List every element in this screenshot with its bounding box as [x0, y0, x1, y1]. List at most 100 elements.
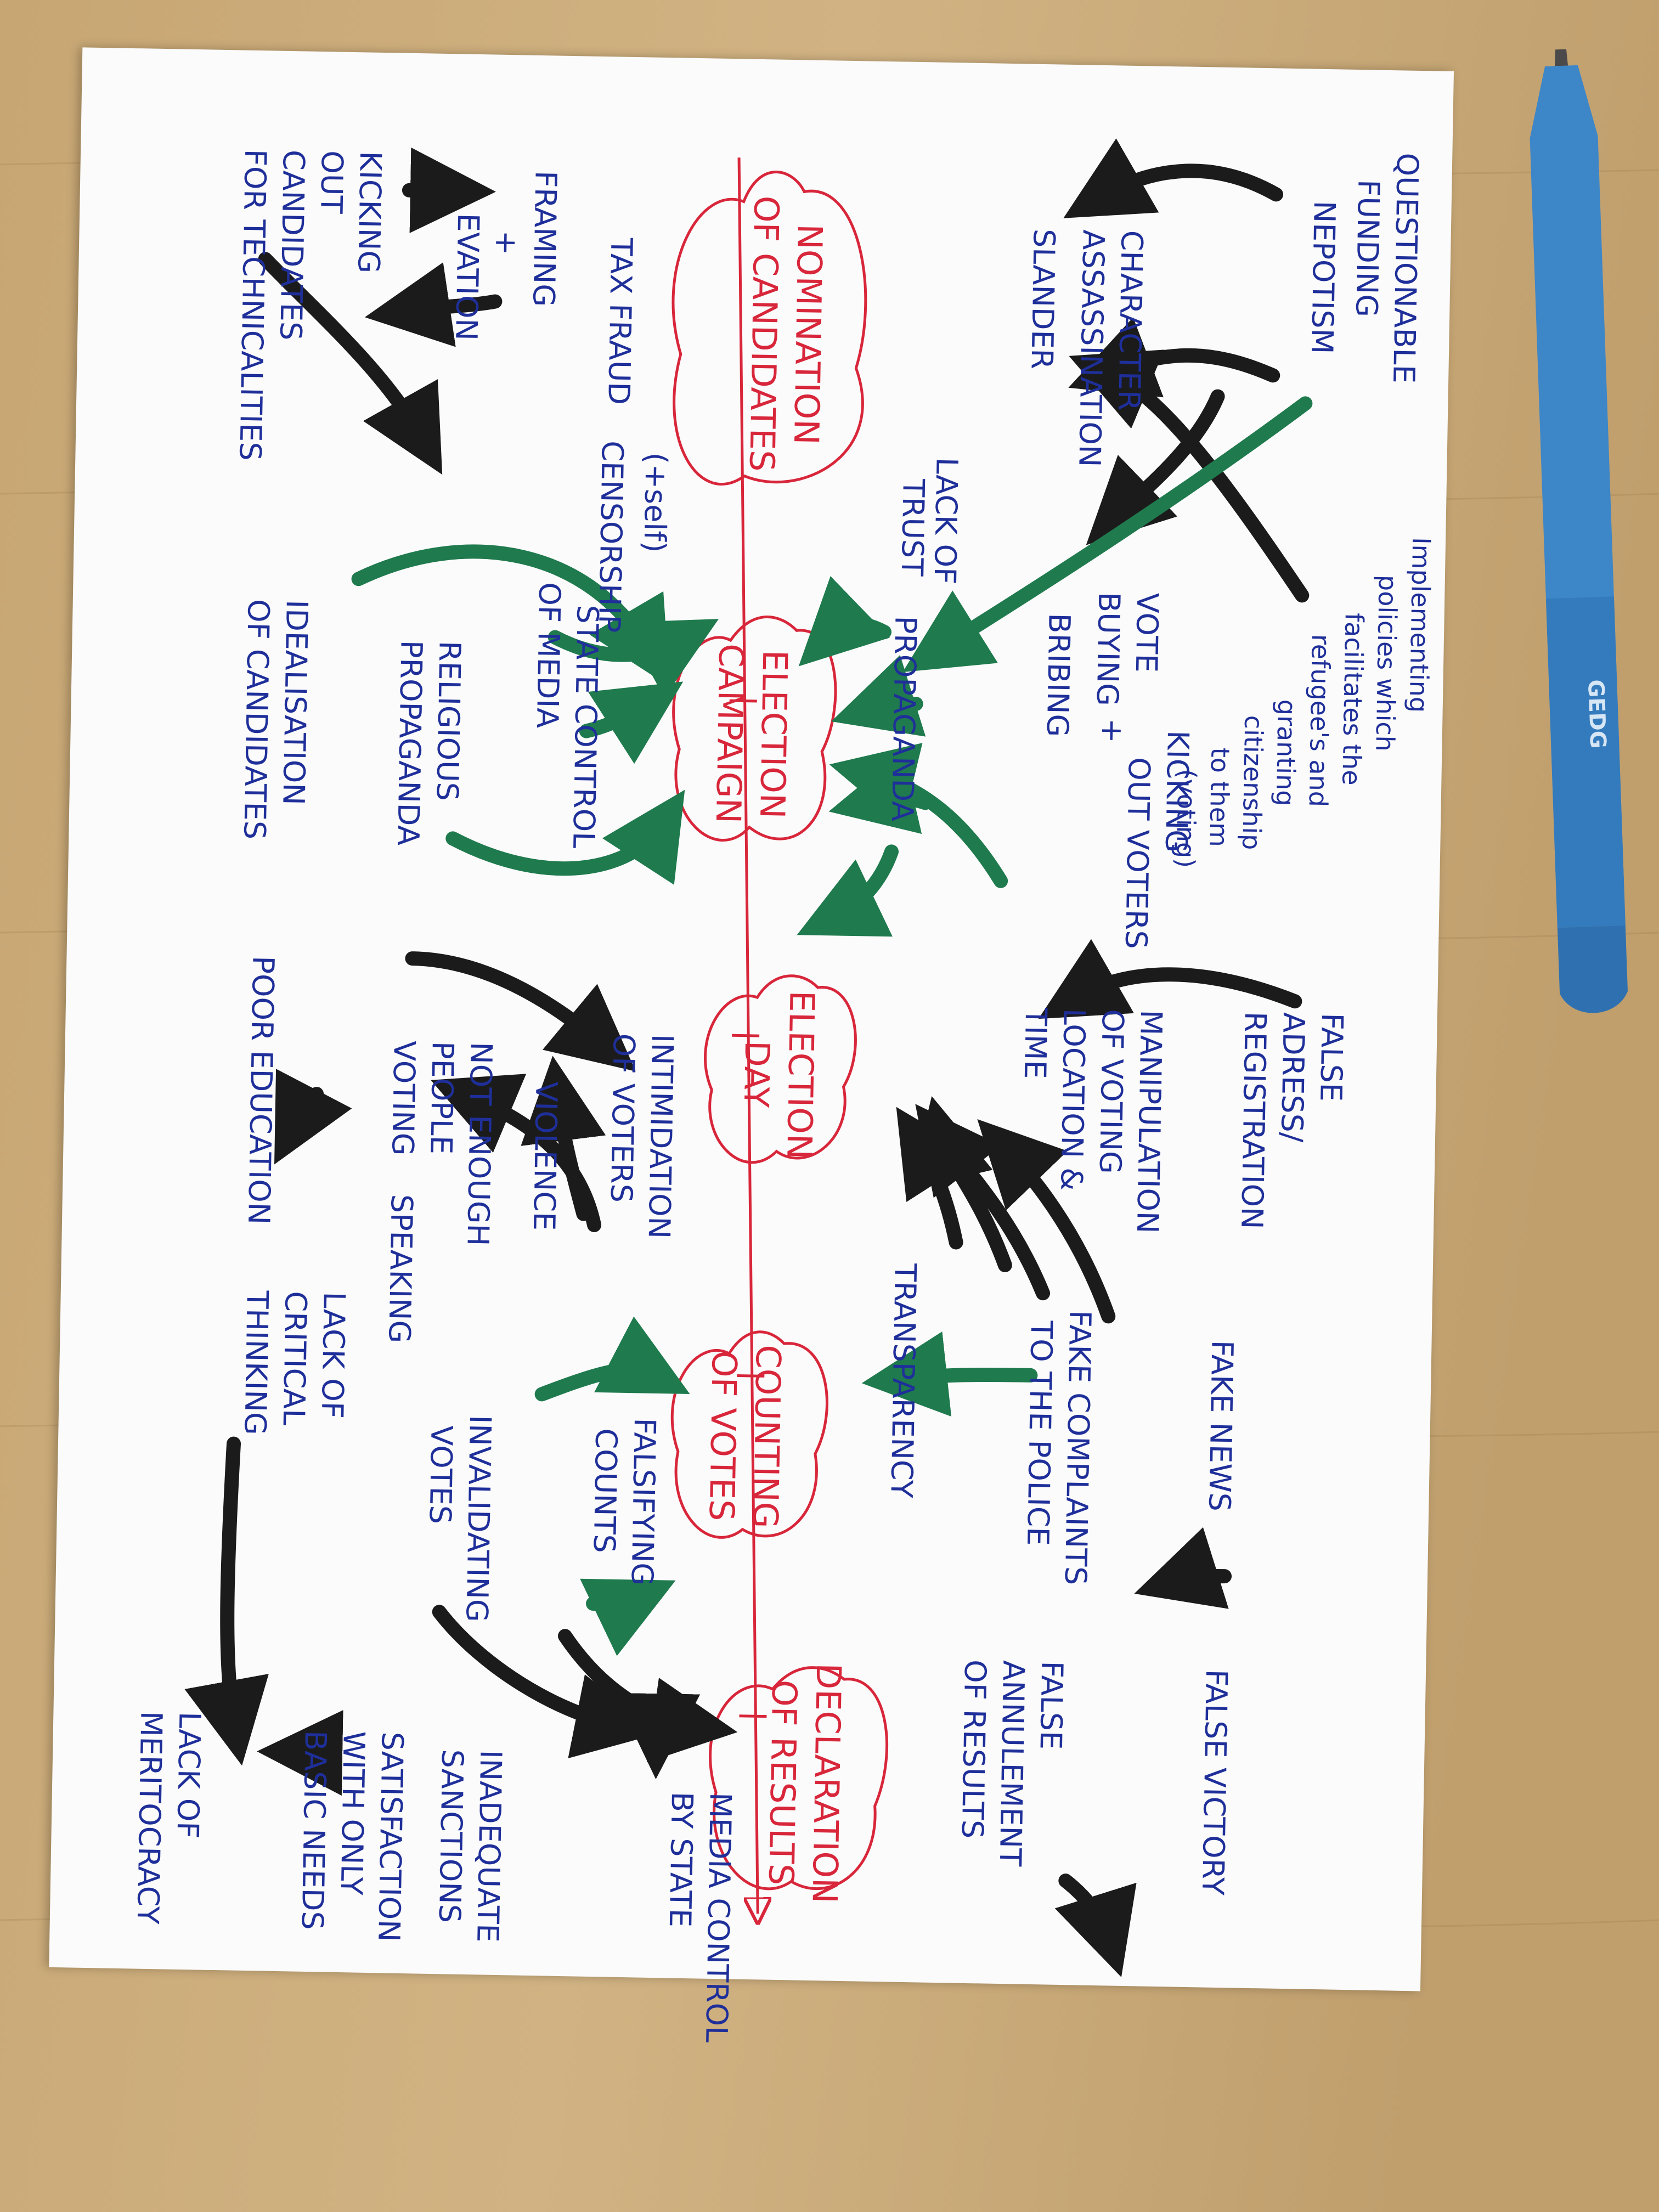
svg-text:REGISTRATION: REGISTRATION	[1234, 1011, 1273, 1229]
label-media-control: MEDIA CONTROL BY STATE	[663, 1791, 738, 2043]
svg-text:LACK OF: LACK OF	[315, 1291, 352, 1419]
svg-text:to them: to them	[1204, 747, 1235, 847]
black-arrows	[184, 138, 1310, 1977]
svg-text:CENSORSHIP: CENSORSHIP	[592, 441, 630, 633]
svg-text:VOTING: VOTING	[385, 1040, 422, 1156]
label-state-control: STATE CONTROL OF MEDIA	[530, 582, 605, 849]
svg-text:LACK OF: LACK OF	[170, 1712, 207, 1839]
svg-text:policies which: policies which	[1370, 575, 1403, 752]
svg-text:INADEQUATE: INADEQUATE	[470, 1750, 508, 1943]
svg-text:FOR TECHNICALITIES: FOR TECHNICALITIES	[233, 149, 273, 461]
svg-text:TRUST: TRUST	[895, 478, 931, 577]
svg-text:KICKING: KICKING	[351, 151, 388, 274]
svg-text:OUT VOTERS: OUT VOTERS	[1119, 757, 1156, 950]
label-lack-critical-thinking: LACK OF CRITICAL THINKING	[238, 1290, 352, 1436]
label-false-victory: FALSE VICTORY	[1195, 1669, 1234, 1896]
svg-text:MEDIA CONTROL: MEDIA CONTROL	[699, 1792, 738, 2043]
svg-text:PEOPLE: PEOPLE	[424, 1041, 460, 1155]
label-questionable-funding: QUESTIONABLE FUNDING	[1349, 153, 1425, 383]
label-speaking: SPEAKING	[382, 1194, 419, 1344]
svg-text:TIME: TIME	[1018, 1007, 1053, 1079]
label-lack-of-trust: LACK OF TRUST	[895, 457, 964, 584]
label-violence: VIOLENCE	[527, 1081, 564, 1231]
svg-text:INVALIDATING: INVALIDATING	[459, 1415, 498, 1622]
svg-text:OF RESULTS: OF RESULTS	[955, 1660, 993, 1839]
top-labels: QUESTIONABLE FUNDING NEPOTISM CHARACTER …	[884, 153, 1437, 1896]
svg-text:facilitates the: facilitates the	[1336, 613, 1369, 786]
svg-text:THINKING: THINKING	[238, 1290, 275, 1436]
svg-text:KICKING: KICKING	[1159, 730, 1195, 853]
svg-text:OUT: OUT	[314, 150, 349, 215]
svg-text:VOTE: VOTE	[1129, 592, 1165, 673]
svg-text:FAKE COMPLAINTS: FAKE COMPLAINTS	[1058, 1310, 1098, 1585]
label-invalidating: INVALIDATING VOTES	[423, 1415, 498, 1622]
label-vote-buying: VOTE BUYING + BRIBING	[1040, 592, 1165, 743]
svg-text:NOMINATION: NOMINATION	[786, 224, 830, 445]
svg-text:BASIC NEEDS: BASIC NEEDS	[295, 1730, 333, 1931]
svg-text:OF VOTES: OF VOTES	[702, 1350, 744, 1521]
label-propaganda: PROPAGANDA	[885, 616, 923, 822]
svg-text:SANCTIONS: SANCTIONS	[432, 1749, 470, 1923]
label-transparency: TRANSPARENCY	[884, 1262, 922, 1499]
label-nepotism: NEPOTISM	[1305, 200, 1342, 354]
pen-brand-label: GEDG	[1583, 679, 1610, 749]
label-framing: FRAMING	[526, 171, 563, 307]
svg-text:FALSIFYING: FALSIFYING	[625, 1418, 662, 1586]
svg-text:ASSASSINATION: ASSASSINATION	[1072, 229, 1111, 467]
svg-text:CAMPAIGN: CAMPAIGN	[708, 644, 752, 824]
stage-election-day: ELECTION DAY	[704, 974, 857, 1164]
svg-text:Implementing: Implementing	[1404, 537, 1437, 713]
svg-text:DAY: DAY	[736, 1040, 777, 1108]
svg-text:LOCATION &: LOCATION &	[1054, 1008, 1092, 1191]
svg-text:TAX FRAUD: TAX FRAUD	[601, 237, 639, 405]
svg-text:OF MEDIA: OF MEDIA	[530, 582, 567, 729]
svg-text:ELECTION: ELECTION	[752, 650, 795, 819]
svg-text:INTIMIDATION: INTIMIDATION	[642, 1034, 680, 1239]
stage-campaign: ELECTION CAMPAIGN	[672, 616, 837, 842]
svg-text:QUESTIONABLE: QUESTIONABLE	[1386, 153, 1425, 383]
stage-declaration: DECLARATION OF RESULTS	[709, 1663, 888, 1904]
svg-text:OF CANDIDATES: OF CANDIDATES	[237, 599, 276, 840]
label-intimidation: INTIMIDATION OF VOTERS	[604, 1033, 680, 1239]
label-slander: SLANDER	[1024, 228, 1061, 369]
label-religious-propaganda: RELIGIOUS PROPAGANDA	[391, 640, 467, 846]
election-mindmap: NOMINATION OF CANDIDATES ELECTION CAMPAI…	[131, 138, 1437, 2043]
svg-text:OF VOTING: OF VOTING	[1093, 1009, 1130, 1174]
svg-text:OF CANDIDATES: OF CANDIDATES	[742, 195, 787, 472]
svg-text:OF VOTERS: OF VOTERS	[604, 1033, 641, 1203]
label-false-adress: FALSE ADRESS/ REGISTRATION	[1234, 1011, 1350, 1229]
svg-text:COUNTS: COUNTS	[587, 1428, 624, 1553]
svg-text:ANNULEMENT: ANNULEMENT	[993, 1660, 1031, 1867]
svg-text:MERITOCRACY: MERITOCRACY	[131, 1711, 169, 1925]
svg-text:refugee's and: refugee's and	[1304, 634, 1336, 807]
svg-text:TO THE POLICE: TO THE POLICE	[1020, 1320, 1059, 1546]
label-fake-complaints: FAKE COMPLAINTS TO THE POLICE	[1020, 1310, 1098, 1585]
label-inadequate: INADEQUATE SANCTIONS	[432, 1749, 509, 1943]
svg-text:DECLARATION: DECLARATION	[805, 1663, 849, 1904]
svg-text:IDEALISATION: IDEALISATION	[276, 600, 314, 805]
svg-text:NOT ENOUGH: NOT ENOUGH	[460, 1042, 498, 1246]
stage-counting: COUNTING OF VOTES	[670, 1330, 828, 1539]
svg-text:CANDIDATES: CANDIDATES	[273, 150, 311, 341]
paper-sheet: NOMINATION OF CANDIDATES ELECTION CAMPAI…	[49, 47, 1454, 2043]
svg-text:FALSE: FALSE	[1034, 1661, 1070, 1750]
label-poor-education: POOR EDUCATION	[241, 956, 281, 1225]
label-lack-meritocracy: LACK OF MERITOCRACY	[131, 1711, 207, 1925]
label-idealisation: IDEALISATION OF CANDIDATES	[237, 599, 314, 840]
svg-text:LACK OF: LACK OF	[928, 457, 964, 584]
svg-text:+: +	[489, 230, 524, 255]
svg-text:ELECTION: ELECTION	[779, 990, 822, 1160]
bottom-labels: FRAMING TAX FRAUD + EVATION KICKING OUT …	[131, 149, 738, 2043]
label-implementing-policies: Implementing policies which facilitates …	[1171, 537, 1437, 868]
stage-nomination: NOMINATION OF CANDIDATES	[672, 170, 867, 486]
svg-text:PROPAGANDA: PROPAGANDA	[391, 640, 429, 846]
label-falsifying: FALSIFYING COUNTS	[587, 1418, 662, 1586]
svg-text:FALSE: FALSE	[1313, 1013, 1350, 1102]
svg-text:ADRESS/: ADRESS/	[1274, 1012, 1311, 1143]
label-tax-fraud: TAX FRAUD + EVATION	[449, 213, 639, 405]
svg-text:SATISFACTION: SATISFACTION	[371, 1731, 410, 1942]
timeline-ticks	[729, 699, 767, 1718]
label-kicking-out-candidates: KICKING OUT CANDIDATES FOR TECHNICALITIE…	[233, 149, 388, 461]
label-character-assassination: CHARACTER ASSASSINATION	[1072, 229, 1149, 467]
